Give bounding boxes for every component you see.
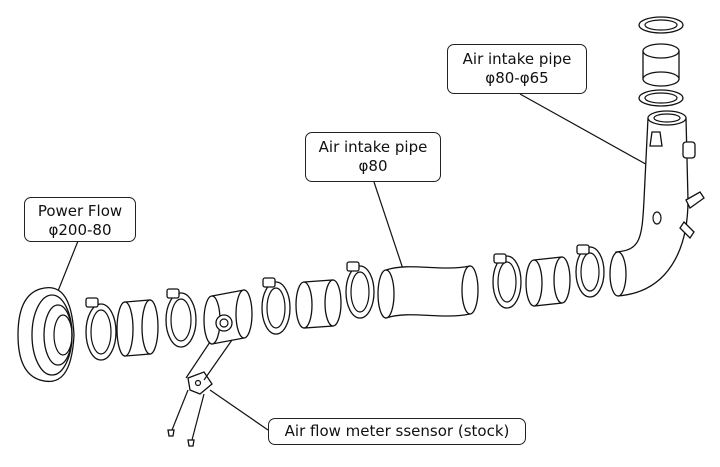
air-intake-pipe-80	[377, 265, 479, 319]
air-flow-meter-tube	[203, 289, 253, 345]
leader-power-flow	[55, 240, 79, 297]
hose-clamp-6	[575, 244, 605, 298]
callout-mid-pipe-line1: Air intake pipe	[318, 138, 428, 156]
callout-power-flow-line1: Power Flow	[37, 202, 123, 220]
callout-power-flow-line2: φ200-80	[48, 221, 112, 239]
leader-lines	[55, 93, 661, 431]
power-flow-filter	[17, 287, 75, 382]
hose-clamp-1	[85, 297, 117, 361]
leader-top-pipe	[519, 93, 661, 173]
silicone-hose-2	[295, 279, 342, 329]
callout-air-intake-pipe-80: Air intake pipe φ80	[305, 132, 441, 182]
callout-air-intake-pipe-80-65: Air intake pipe φ80-φ65	[447, 44, 587, 94]
hose-clamp-4	[345, 261, 375, 319]
hose-clamp-5	[492, 253, 522, 309]
callout-mid-pipe-line2: φ80	[358, 157, 388, 175]
air-intake-pipe-80-65	[609, 110, 705, 297]
callout-sensor-line1: Air flow meter ssensor (stock)	[284, 422, 510, 440]
leader-sensor	[209, 389, 269, 431]
callout-power-flow: Power Flow φ200-80	[24, 197, 136, 242]
silicone-hose-1	[116, 299, 159, 357]
sensor-and-screws	[167, 339, 233, 447]
leader-mid-pipe	[373, 181, 405, 273]
hose-clamp-3	[261, 277, 291, 335]
silicone-hose-3	[525, 256, 571, 307]
callout-air-flow-meter-sensor: Air flow meter ssensor (stock)	[268, 418, 526, 445]
callout-top-pipe-line2: φ80-φ65	[485, 69, 549, 87]
top-clamp-and-reducer	[638, 16, 684, 107]
callout-top-pipe-line1: Air intake pipe	[462, 50, 572, 68]
hose-clamp-2	[165, 288, 197, 348]
